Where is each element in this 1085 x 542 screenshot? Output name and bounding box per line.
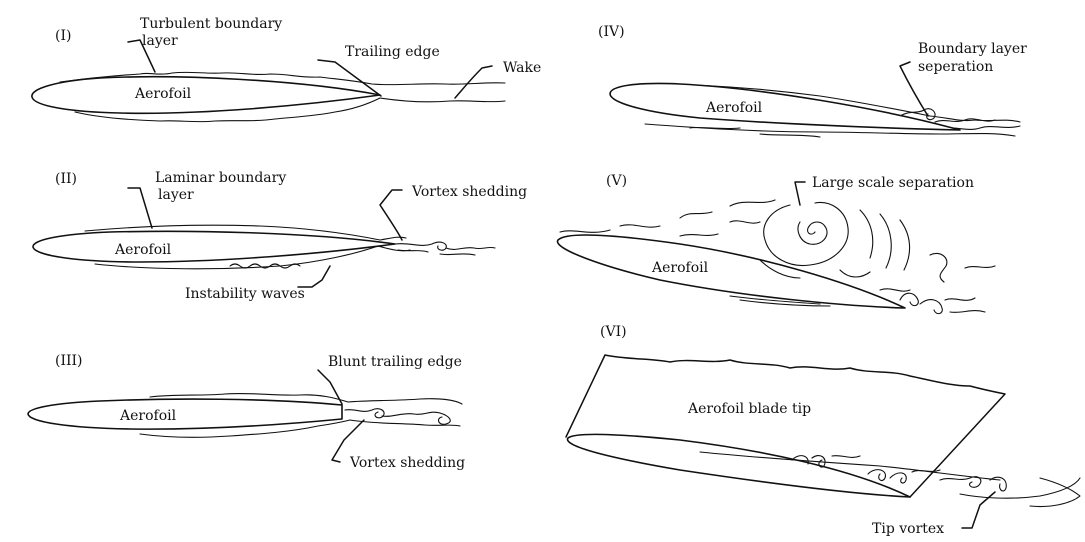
aerofoil-label-iv: Aerofoil — [705, 100, 763, 116]
aerofoil-iii — [28, 399, 342, 429]
leader-instability-waves — [298, 266, 330, 287]
panel-i-numeral: (I) — [55, 28, 71, 44]
panel-ii-numeral: (II) — [55, 171, 77, 187]
panel-v-numeral: (V) — [606, 173, 627, 189]
aerofoil-iv — [610, 83, 960, 130]
panel-i: (I) Aerofoil Turbulent boundary layer Tr… — [32, 16, 541, 122]
panel-iv-numeral: (IV) — [598, 24, 625, 40]
panel-ii: (II) Aerofoil Laminar boundary layer Vor… — [33, 170, 527, 302]
vortex-shedding-wake-iii — [345, 409, 450, 425]
label-laminar-layer: layer — [158, 187, 194, 203]
panel-vi-numeral: (VI) — [600, 324, 627, 340]
label-vortex-shedding-iii: Vortex shedding — [349, 455, 465, 471]
aerofoil-section-vi — [567, 434, 910, 497]
leader-wake — [455, 66, 492, 98]
aerofoil-i — [32, 77, 380, 113]
aerofoil-label-i: Aerofoil — [134, 86, 192, 102]
label-boundary-layer: Boundary layer — [918, 41, 1027, 57]
panel-v: (V) Aerofoil Large scale separation — [557, 173, 995, 314]
panel-iii-numeral: (III) — [55, 353, 83, 369]
label-large-scale-separation: Large scale separation — [812, 175, 974, 191]
aerofoil-label-ii: Aerofoil — [114, 242, 172, 258]
label-instability-waves: Instability waves — [185, 286, 305, 302]
vortex-shedding-wake-ii — [395, 242, 495, 255]
leader-laminar-boundary-layer — [128, 188, 152, 228]
leader-large-scale-separation — [795, 182, 805, 205]
aerofoil-ii — [33, 231, 395, 262]
label-seperation: seperation — [918, 59, 993, 75]
aerofoil-v — [557, 235, 905, 308]
label-trailing-edge: Trailing edge — [345, 44, 440, 60]
panel-iv: (IV) Aerofoil Boundary layer seperation — [598, 24, 1027, 137]
panel-vi: (VI) Aerofoil blade tip Tip vortex — [566, 324, 1080, 537]
aerofoil-label-iii: Aerofoil — [119, 408, 177, 424]
aerofoil-label-vi: Aerofoil blade tip — [687, 401, 811, 417]
leader-vortex-shedding-ii — [380, 190, 402, 240]
aerofoil-label-v: Aerofoil — [651, 260, 709, 276]
label-tip-vortex: Tip vortex — [872, 521, 944, 537]
label-turbulent-boundary: Turbulent boundary — [140, 16, 282, 32]
label-laminar-boundary: Laminar boundary — [155, 170, 286, 186]
leader-blunt-trailing-edge — [318, 370, 342, 404]
label-turbulent-layer: layer — [142, 33, 178, 49]
panel-iii: (III) Aerofoil Blunt trailing edge Vorte… — [28, 353, 465, 471]
label-wake: Wake — [503, 60, 541, 76]
label-vortex-shedding-ii: Vortex shedding — [411, 184, 527, 200]
label-blunt-trailing-edge: Blunt trailing edge — [328, 354, 462, 370]
